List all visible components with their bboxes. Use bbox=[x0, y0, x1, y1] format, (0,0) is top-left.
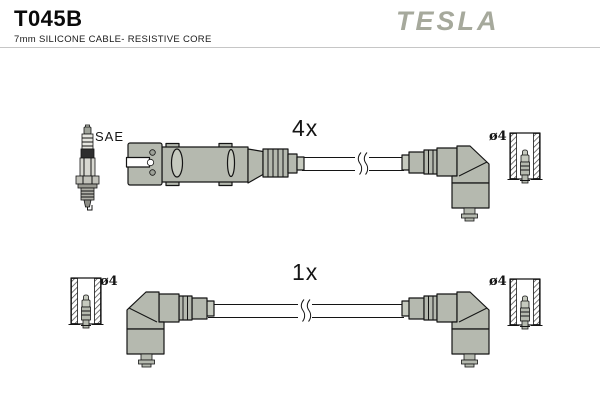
sae-label: SAE bbox=[95, 129, 125, 144]
cable-4x-drawing bbox=[302, 152, 404, 176]
quantity-4x-label: 4x bbox=[292, 115, 319, 141]
terminal-cap-bottom-left-icon bbox=[67, 277, 105, 329]
diameter-label-bottom-right: ø4 bbox=[489, 274, 507, 289]
cable-1x-drawing bbox=[208, 299, 404, 323]
header-divider bbox=[0, 47, 600, 48]
elbow-connector-bottom-right-icon bbox=[401, 291, 490, 368]
terminal-cap-bottom-right-icon bbox=[506, 278, 544, 330]
diameter-label-top-right: ø4 bbox=[489, 129, 507, 144]
terminal-cap-top-icon bbox=[506, 132, 544, 184]
straight-connector-icon bbox=[125, 142, 305, 187]
elbow-connector-top-icon bbox=[401, 145, 490, 222]
part-number: T045B bbox=[14, 6, 83, 31]
subtitle: 7mm SILICONE CABLE- RESISTIVE CORE bbox=[14, 34, 212, 45]
brand-logo: TESLA bbox=[396, 6, 500, 36]
spark-plug-icon bbox=[75, 124, 100, 211]
diameter-label-bottom-left: ø4 bbox=[100, 274, 118, 289]
elbow-connector-bottom-left-icon bbox=[126, 291, 215, 368]
quantity-1x-label: 1x bbox=[292, 259, 319, 285]
